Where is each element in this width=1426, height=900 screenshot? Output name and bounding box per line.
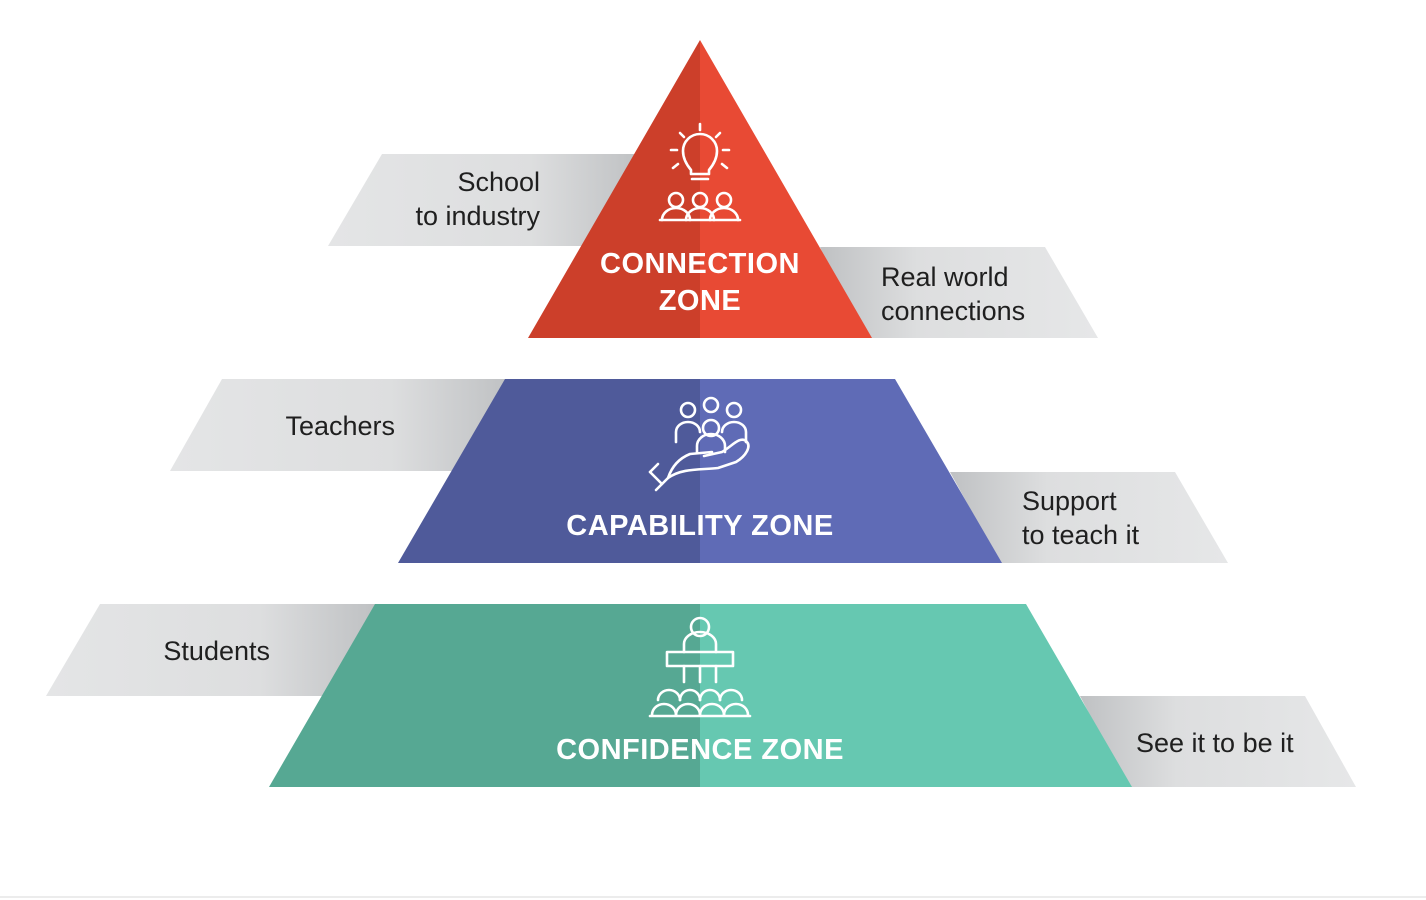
confidence-left-tab-line1: Students	[163, 636, 270, 666]
capability-zone-title: CAPABILITY ZONE	[566, 510, 833, 542]
confidence-left-tab: Students	[46, 604, 375, 696]
hand-holding-people-icon	[648, 396, 750, 492]
bottom-divider	[0, 896, 1426, 898]
connection-left-tab: School to industry	[328, 154, 640, 246]
confidence-trapezoid-right	[700, 604, 1132, 787]
connection-right-tab-line1: Real world	[881, 262, 1009, 292]
lightbulb-people-icon	[658, 122, 742, 222]
confidence-zone: Students See it to be it CONFIDENCE ZONE	[46, 604, 1356, 787]
capability-zone: Teachers Support to teach it CAPABILITY …	[170, 379, 1228, 563]
connection-zone-title-line2: ZONE	[659, 285, 742, 317]
connection-left-tab-line2: to industry	[415, 201, 540, 231]
capability-trapezoid-left	[398, 379, 700, 563]
confidence-zone-title: CONFIDENCE ZONE	[556, 734, 844, 766]
connection-right-tab-line2: connections	[881, 296, 1025, 326]
capability-left-tab: Teachers	[170, 379, 510, 471]
confidence-right-tab-line1: See it to be it	[1136, 728, 1294, 758]
connection-triangle-left	[528, 40, 700, 338]
capability-trapezoid-right	[700, 379, 1002, 563]
capability-right-tab: Support to teach it	[950, 472, 1228, 563]
connection-zone-title-line1: CONNECTION	[600, 248, 800, 280]
speaker-audience-icon	[648, 616, 752, 718]
capability-right-tab-line2: to teach it	[1022, 520, 1140, 550]
connection-triangle-right	[700, 40, 872, 338]
connection-right-tab: Real world connections	[820, 247, 1098, 338]
confidence-trapezoid-left	[269, 604, 700, 787]
capability-right-tab-line1: Support	[1022, 486, 1117, 516]
connection-zone: School to industry Real world connection…	[328, 40, 1098, 338]
confidence-right-tab: See it to be it	[1080, 696, 1356, 787]
connection-left-tab-line1: School	[457, 167, 540, 197]
capability-left-tab-line1: Teachers	[285, 411, 395, 441]
